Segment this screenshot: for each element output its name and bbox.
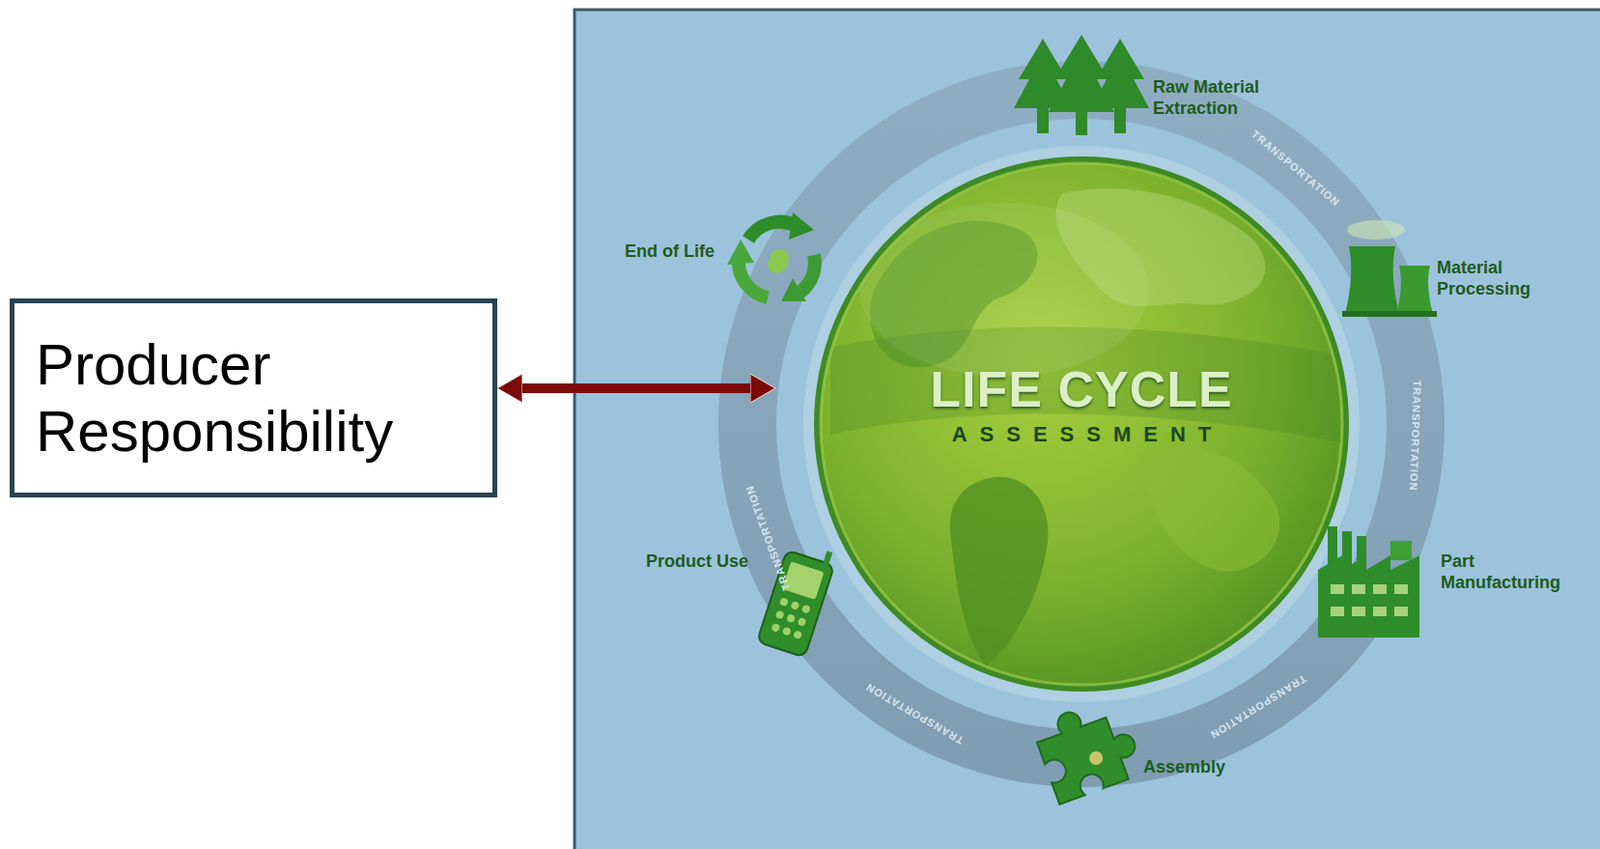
puzzle-icon bbox=[1031, 694, 1147, 805]
stage-label: Product Use bbox=[642, 551, 749, 573]
factory-icon bbox=[1318, 526, 1420, 638]
lifecycle-ring bbox=[747, 89, 1416, 758]
globe-halo bbox=[803, 145, 1360, 702]
node-title: Producer Responsibility bbox=[35, 331, 472, 465]
stage-label: Material Processing bbox=[1436, 257, 1572, 300]
recycle-icon bbox=[727, 212, 815, 302]
node-subtitle: ASSESSMENT bbox=[939, 421, 1225, 448]
stage-label: Raw Material Extraction bbox=[1152, 77, 1279, 119]
trees-icon bbox=[1013, 34, 1150, 136]
node-title: LIFE CYCLE bbox=[929, 362, 1233, 418]
stage-label: Assembly bbox=[1143, 757, 1250, 779]
responsibility-box: Producer Responsibility bbox=[9, 298, 498, 498]
cooling-towers-icon bbox=[1342, 220, 1437, 317]
stage-label: End of Life bbox=[589, 241, 715, 263]
globe-continents bbox=[830, 188, 1352, 667]
illustration-panel bbox=[574, 9, 1600, 849]
assessment-globe: LIFE CYCLE ASSESSMENT bbox=[775, 117, 1388, 730]
stage-label: Part Manufacturing bbox=[1440, 551, 1586, 593]
double-arrow bbox=[522, 383, 751, 393]
